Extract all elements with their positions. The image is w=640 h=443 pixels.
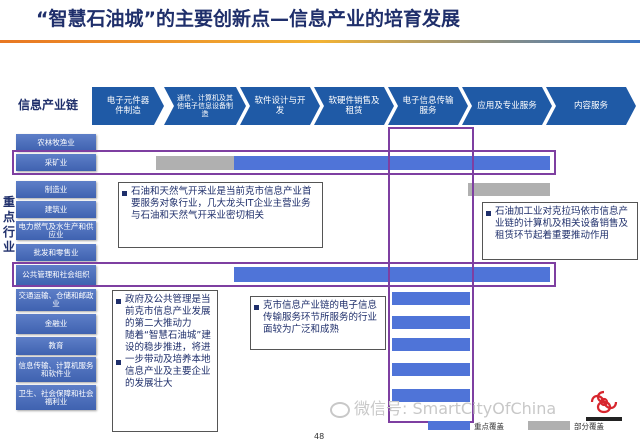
chain-stage-label: 内容服务 bbox=[573, 101, 608, 111]
chain-stage-services: 应用及专业服务 bbox=[462, 87, 552, 125]
industry-public-admin: 公共管理和社会组织 bbox=[16, 265, 96, 285]
industry-manufacturing: 制造业 bbox=[16, 181, 96, 198]
chain-label: 信息产业链 bbox=[18, 98, 79, 112]
industry-it-services: 信息传输、计算机服务和软件业 bbox=[16, 357, 96, 382]
chain-stage-content: 内容服务 bbox=[546, 87, 636, 125]
coverage-bar-partial bbox=[156, 156, 234, 170]
coverage-bar-key bbox=[392, 338, 470, 351]
highlight-frame-mining bbox=[12, 150, 556, 175]
chain-stage-transmission: 电子信息传输服务 bbox=[388, 87, 468, 125]
chain-stage-label: 软件设计与开发 bbox=[254, 96, 306, 116]
chain-stage-label: 通信、计算机及其他电子信息设备制造 bbox=[177, 94, 233, 118]
wechat-icon bbox=[330, 401, 350, 418]
bullet-icon bbox=[486, 211, 491, 216]
industry-education: 教育 bbox=[16, 337, 96, 355]
industry-agriculture: 农林牧渔业 bbox=[16, 134, 96, 151]
industry-construction: 建筑业 bbox=[16, 201, 96, 218]
coverage-bar-partial bbox=[468, 183, 550, 196]
legend-key-swatch bbox=[428, 421, 470, 430]
coverage-bar-key bbox=[392, 292, 470, 305]
legend-partial-swatch bbox=[528, 421, 570, 430]
bullet-icon bbox=[116, 360, 121, 365]
title-divider bbox=[0, 40, 640, 43]
legend-partial-label: 部分覆盖 bbox=[574, 422, 604, 431]
bullet-icon bbox=[122, 191, 127, 196]
page-title: “智慧石油城”的主要创新点—信息产业的培育发展 bbox=[36, 8, 460, 30]
chain-stage-label: 软硬件销售及租赁 bbox=[328, 96, 380, 116]
industry-finance: 金融业 bbox=[16, 314, 96, 334]
chain-stage-equipment: 通信、计算机及其他电子信息设备制造 bbox=[164, 87, 246, 125]
industry-retail: 批发和零售业 bbox=[16, 244, 96, 261]
chain-stage-components: 电子元件器件制造 bbox=[92, 87, 164, 125]
note-refining: 石油加工业对克拉玛依市信息产业链的计算机及相关设备销售及租赁环节起着重要推动作用 bbox=[482, 202, 638, 260]
chain-stage-sales: 软硬件销售及租赁 bbox=[314, 87, 394, 125]
note-government: 政府及公共管理是当前克市信息产业发展的第二大推动力 随着“智慧石油城”建设的稳步… bbox=[112, 290, 218, 432]
coverage-bar-key bbox=[392, 363, 470, 376]
coverage-bar-key bbox=[234, 267, 550, 282]
bullet-icon bbox=[116, 299, 121, 304]
industry-transport: 交通运输、仓储和邮政业 bbox=[16, 289, 96, 311]
coverage-bar-key bbox=[392, 389, 470, 402]
note-mining: 石油和天然气开采业是当前克市信息产业首要服务对象行业，几大龙头IT企业主营业务与… bbox=[118, 182, 323, 248]
chain-stage-label: 电子信息传输服务 bbox=[402, 96, 454, 116]
coverage-bar-key bbox=[392, 316, 470, 329]
side-label: 重点行业 bbox=[2, 195, 15, 254]
industry-mining: 采矿业 bbox=[16, 154, 96, 171]
note-transmission: 克市信息产业链的电子信息传输服务环节所服务的行业面较为广泛和成熟 bbox=[250, 296, 386, 350]
watermark: 微信号: SmartCityOfChina bbox=[330, 395, 556, 419]
legend-key-label: 重点覆盖 bbox=[474, 422, 504, 431]
industry-utilities: 电力燃气及水生产和供应业 bbox=[16, 221, 96, 240]
highlight-frame-public-admin bbox=[12, 262, 556, 287]
highlight-frame-transmission bbox=[388, 127, 474, 423]
coverage-bar-key bbox=[234, 156, 550, 170]
chain-stage-label: 电子元件器件制造 bbox=[106, 96, 150, 116]
chain-stage-software: 软件设计与开发 bbox=[240, 87, 320, 125]
china-unicom-logo-icon bbox=[586, 390, 622, 421]
industry-health: 卫生、社会保障和社会福利业 bbox=[16, 385, 96, 410]
bullet-icon bbox=[254, 305, 259, 310]
page-number: 48 bbox=[314, 432, 325, 441]
chain-stage-label: 应用及专业服务 bbox=[477, 101, 537, 111]
